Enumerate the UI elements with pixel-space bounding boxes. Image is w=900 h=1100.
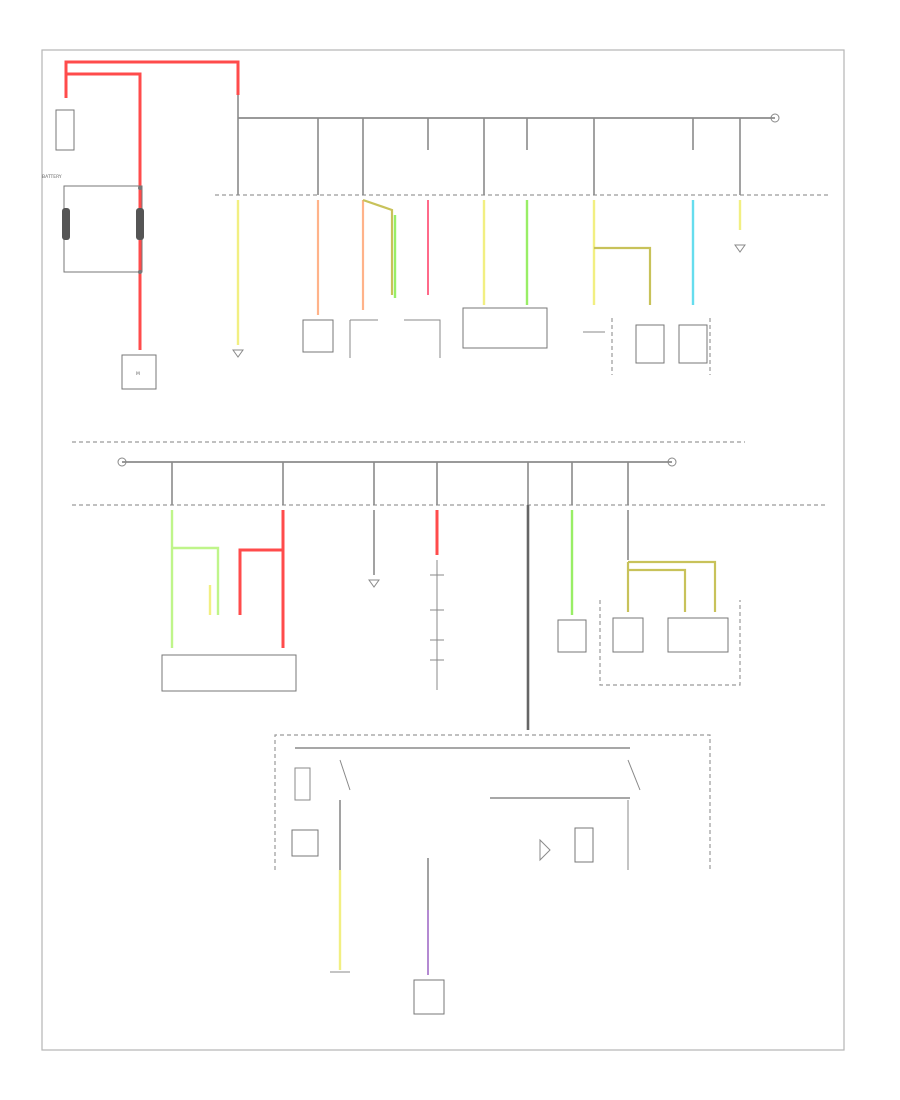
battery — [55, 109, 75, 151]
ground-2 — [734, 244, 746, 253]
diagram-frame — [41, 49, 845, 1051]
switch-chain-1 — [430, 560, 444, 690]
motor-unit — [413, 979, 445, 1015]
relay-4 — [678, 324, 708, 364]
wire-olive-3 — [628, 560, 717, 612]
wire-olive-4 — [628, 568, 687, 612]
bus-2-connector-left — [117, 457, 127, 467]
control-module — [161, 654, 297, 692]
junction-dot — [138, 186, 142, 190]
bus-1-connector — [770, 113, 780, 123]
wire-red-2 — [238, 548, 283, 615]
bus-2-circuits — [161, 505, 741, 730]
junction-dot — [138, 270, 142, 274]
fusible-link-right — [136, 208, 144, 240]
ground-1 — [232, 349, 244, 358]
battery-generator-circuit: BATTERY M — [42, 60, 240, 390]
relay-5 — [557, 619, 587, 653]
relay-group-boundary-2 — [599, 600, 741, 686]
diode-symbol — [539, 838, 551, 862]
ground-3 — [368, 579, 380, 588]
battery-positive-wire — [64, 60, 240, 98]
bus-2-connector-right — [667, 457, 677, 467]
relay-group-boundary-1 — [611, 318, 711, 375]
relay-switch-right — [627, 759, 641, 870]
fusible-link-left — [62, 208, 70, 240]
bus-1-circuits — [232, 198, 746, 375]
junction-box-boundary — [274, 734, 711, 870]
wire-lightgreen-2 — [172, 546, 220, 615]
lower-junction-section — [274, 734, 711, 1015]
relay-6 — [612, 617, 644, 653]
bus-2-fuses — [171, 462, 629, 505]
wire-olive-2 — [594, 246, 652, 305]
relay-7 — [667, 617, 729, 653]
relay-coil-right — [574, 827, 594, 863]
bus-1-fuses — [237, 118, 741, 195]
battery-label: BATTERY — [42, 174, 62, 180]
generator — [121, 354, 157, 390]
wire-olive-1 — [362, 198, 394, 295]
fusible-link-box — [63, 185, 143, 273]
relay-box-2 — [462, 307, 548, 349]
relay-switch-left — [294, 759, 351, 801]
generator-motor-symbol: M — [136, 371, 140, 377]
generator-feed-wire — [66, 72, 142, 350]
load-left — [291, 829, 319, 857]
relay-frame-1 — [349, 319, 441, 358]
relay-3 — [635, 324, 665, 364]
relay-1 — [302, 319, 334, 353]
